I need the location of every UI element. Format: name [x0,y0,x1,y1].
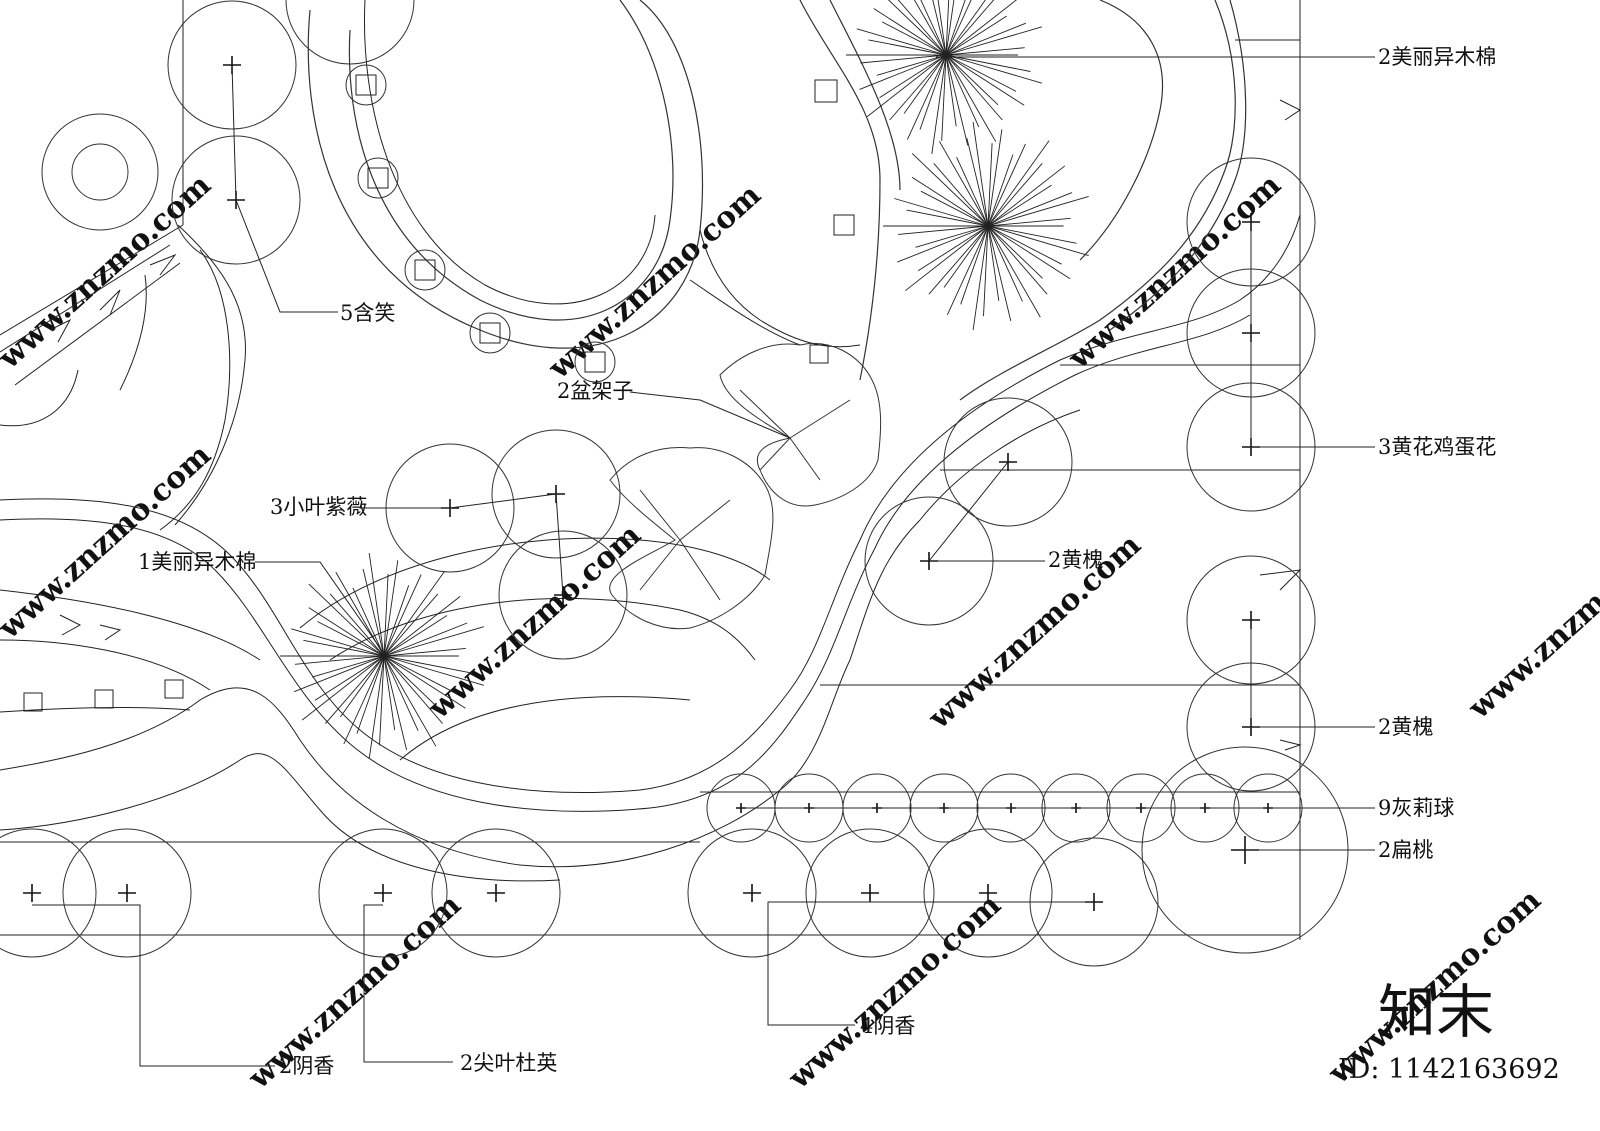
planter-box [469,312,511,354]
tree-center-cross [118,884,136,902]
label-huiliqiu: 9灰莉球 [1378,796,1454,820]
tree-center-cross [979,884,997,902]
planter-box [404,249,446,291]
tree-jianye-duying [318,828,561,958]
label-biantao: 2扁桃 [1378,838,1433,862]
label-huanghuai-mid: 2黄槐 [1048,548,1103,572]
tree-hanxiao [167,0,415,265]
paver-square [833,214,855,236]
paver-square [814,79,838,103]
paver-square [94,689,114,709]
label-jianye-duying: 2尖叶杜英 [460,1051,557,1075]
tree-center-cross [743,884,761,902]
plant-labels: 2美丽异木棉 5含笑 2盆架子 3黄花鸡蛋花 3小叶紫薇 2黄槐 1美丽异木棉 … [138,45,1496,1078]
tree-center-cross [23,884,41,902]
palm-symbols [280,0,1089,759]
paver-square [164,679,184,699]
tree-center-cross [487,884,505,902]
label-huanghua-jidanhua: 3黄花鸡蛋花 [1378,435,1496,459]
label-yinxiang-2: 2阴香 [279,1054,334,1078]
label-hanxiao: 5含笑 [340,301,395,325]
palm-starburst [846,0,1043,155]
planter-box [345,64,387,106]
label-yinxiang-4: 4阴香 [860,1014,915,1038]
planter-box [357,157,399,199]
paver-square [23,692,43,712]
paver-square [809,344,829,364]
tree-yinxiang-2 [0,828,192,958]
hardscape-lines [0,0,1302,940]
label-meili-yimumian-left: 1美丽异木棉 [138,550,256,574]
planter-box [574,341,616,383]
label-penjiazi: 2盆架子 [557,379,633,403]
tree-penjiazi [609,343,882,630]
label-meili-yimumian-top: 2美丽异木棉 [1378,45,1496,69]
image-id-label: ID: 1142163692 [1338,1054,1560,1085]
tree-center-cross [861,884,879,902]
brand-logo-watermark: 知末 [1378,978,1494,1046]
label-xiaoye-ziwei: 3小叶紫薇 [270,495,367,519]
label-huanghuai-right: 2黄槐 [1378,715,1433,739]
shrub-circle [41,113,159,231]
tree-center-cross [374,884,392,902]
leader-lines [32,56,1375,1067]
palm-starburst [883,122,1089,330]
planter-boxes [23,64,855,712]
